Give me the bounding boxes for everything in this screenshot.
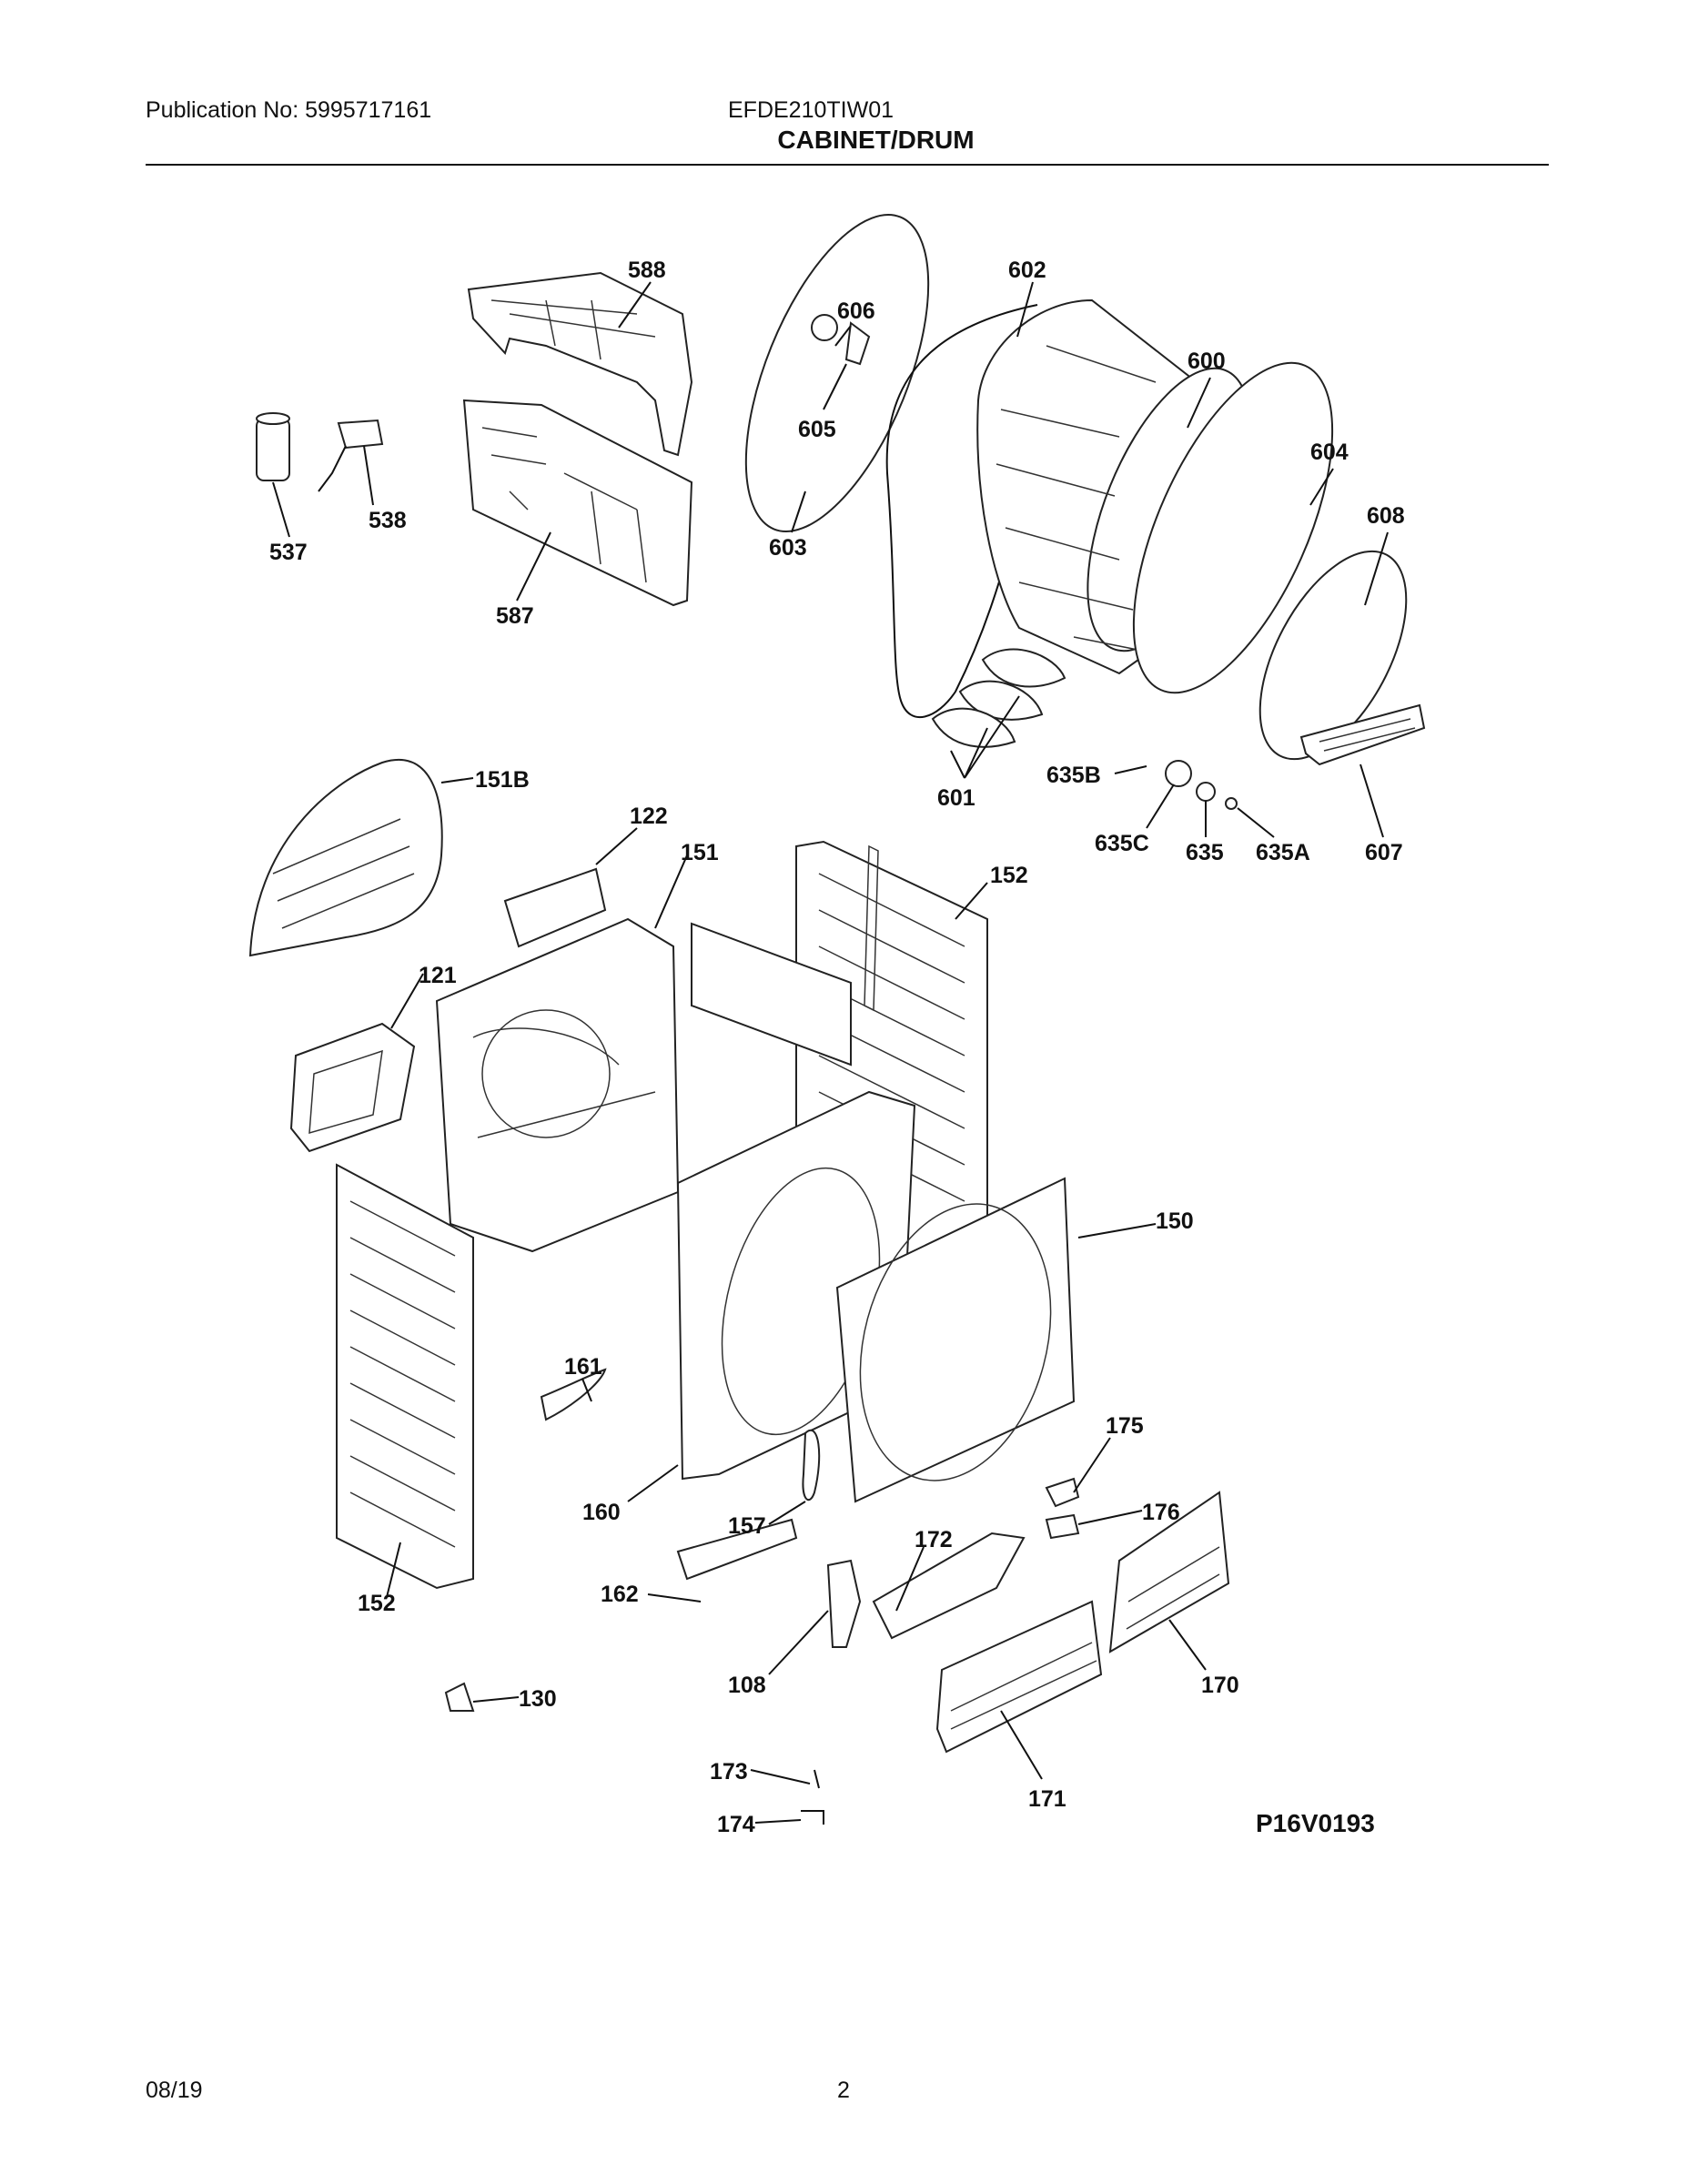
diagram-reference-code: P16V0193 (1256, 1809, 1375, 1837)
callout-600: 600 (1188, 349, 1226, 374)
callout-606: 606 (837, 298, 875, 324)
callout-173: 173 (710, 1759, 748, 1785)
callout-labels: 588 602 606 600 605 604 537 538 603 608 … (269, 258, 1405, 1837)
lint-filter (1299, 703, 1426, 766)
callout-601: 601 (937, 785, 975, 811)
callout-150: 150 (1156, 1208, 1194, 1234)
control-board (462, 399, 693, 607)
callout-635A: 635A (1256, 840, 1310, 865)
callout-608: 608 (1367, 503, 1405, 529)
duct-assembly (289, 1022, 416, 1153)
page-title: CABINET/DRUM (777, 126, 975, 154)
callout-121: 121 (419, 963, 457, 988)
callout-171: 171 (1028, 1786, 1066, 1812)
callout-538: 538 (369, 508, 407, 533)
rear-panel (435, 917, 680, 1253)
callout-152: 152 (990, 863, 1028, 888)
callout-130: 130 (519, 1686, 557, 1712)
motor-capacitor (256, 412, 290, 481)
callout-172: 172 (915, 1527, 953, 1552)
control-panel-cover (467, 271, 693, 457)
rear-bulkhead (744, 214, 930, 532)
callout-152-lower: 152 (358, 1591, 396, 1616)
front-drum-seal (1132, 361, 1334, 694)
callout-122: 122 (630, 804, 668, 829)
callout-157: 157 (728, 1513, 766, 1539)
switch-harness (318, 419, 384, 492)
small-parts (444, 1368, 1230, 1825)
page-number: 2 (837, 2078, 850, 2103)
callout-170: 170 (1201, 1673, 1239, 1698)
callout-160: 160 (582, 1500, 621, 1525)
callout-108: 108 (728, 1673, 766, 1698)
callout-175: 175 (1106, 1413, 1144, 1439)
callout-635B: 635B (1046, 763, 1101, 788)
callout-603: 603 (769, 535, 807, 561)
drive-belt (885, 304, 1038, 719)
drum-rollers (1165, 760, 1238, 810)
callout-537: 537 (269, 540, 308, 565)
blower-housing (248, 758, 443, 957)
callout-161: 161 (564, 1354, 602, 1380)
callout-605: 605 (798, 417, 836, 442)
callout-174: 174 (717, 1812, 755, 1837)
callout-588: 588 (628, 258, 666, 283)
callout-151: 151 (681, 840, 719, 865)
front-panel (835, 1177, 1076, 1503)
duct-bracket (503, 867, 607, 948)
callout-635C: 635C (1095, 831, 1149, 856)
drum-baffles (931, 648, 1066, 748)
callout-607: 607 (1365, 840, 1403, 865)
publication-number: Publication No: 5995717161 (146, 97, 432, 123)
header-rule (146, 164, 1549, 166)
lint-seal (1258, 550, 1408, 761)
callout-587: 587 (496, 603, 534, 629)
side-panel-left (336, 1163, 474, 1590)
callout-604: 604 (1310, 440, 1349, 465)
leader-lines (272, 281, 1389, 1824)
callout-635: 635 (1186, 840, 1224, 865)
publication-date: 08/19 (146, 2078, 203, 2103)
top-support (691, 844, 879, 1067)
callout-151B: 151B (475, 767, 530, 793)
callout-176: 176 (1142, 1500, 1180, 1525)
callout-602: 602 (1008, 258, 1046, 283)
callout-162: 162 (601, 1582, 639, 1607)
model-number: EFDE210TIW01 (728, 97, 895, 123)
